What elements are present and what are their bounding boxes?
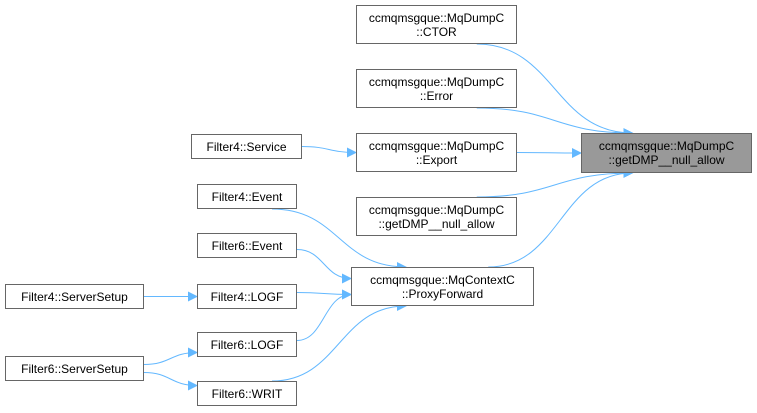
- node-filter6-serversetup[interactable]: Filter6::ServerSetup: [5, 356, 144, 381]
- node-getdmp-null-allow-caller[interactable]: ccmqmsgque::MqDumpC ::getDMP__null_allow: [356, 197, 517, 236]
- node-label-line2: ::CTOR: [416, 24, 457, 39]
- node-label-line1: ccmqmsgque::MqDumpC: [368, 74, 505, 89]
- node-label: Filter4::Event: [211, 189, 283, 204]
- node-label-line2: ::getDMP__null_allow: [608, 153, 725, 167]
- node-filter6-event[interactable]: Filter6::Event: [197, 233, 297, 258]
- edge-f6setup-to-f6logf: [143, 347, 198, 365]
- node-filter4-service[interactable]: Filter4::Service: [191, 134, 302, 159]
- node-target-getdmp-null-allow[interactable]: ccmqmsgque::MqDumpC ::getDMP__null_allow: [581, 133, 752, 173]
- node-label-line2: ::Export: [415, 152, 458, 167]
- node-export[interactable]: ccmqmsgque::MqDumpC ::Export: [356, 133, 517, 172]
- edge-getdmp2-to-target: [476, 168, 634, 198]
- node-label-line2: ::Error: [419, 88, 454, 103]
- node-filter4-serversetup[interactable]: Filter4::ServerSetup: [5, 284, 144, 309]
- node-filter4-event[interactable]: Filter4::Event: [197, 184, 297, 209]
- node-label-line1: ccmqmsgque::MqDumpC: [598, 139, 735, 153]
- node-filter6-logf[interactable]: Filter6::LOGF: [197, 332, 297, 357]
- node-label: Filter6::ServerSetup: [21, 361, 128, 376]
- node-label-line2: ::ProxyForward: [401, 286, 484, 301]
- node-label-line1: ccmqmsgque::MqDumpC: [368, 202, 505, 217]
- node-label-line2: ::getDMP__null_allow: [378, 216, 495, 231]
- node-label: Filter6::LOGF: [210, 337, 284, 352]
- node-filter4-logf[interactable]: Filter4::LOGF: [197, 284, 297, 309]
- edge-proxy-to-target: [488, 168, 634, 268]
- node-label-line1: ccmqmsgque::MqContextC: [370, 272, 515, 287]
- edge-f4service-to-export: [301, 146, 357, 158]
- edge-f6setup-to-f6writ: [143, 372, 198, 391]
- node-filter6-writ[interactable]: Filter6::WRIT: [197, 381, 297, 406]
- edge-export-to-target: [516, 147, 582, 158]
- node-label: Filter4::LOGF: [210, 289, 284, 304]
- edge-f6writ-to-proxy: [271, 301, 407, 382]
- node-proxyforward[interactable]: ccmqmsgque::MqContextC ::ProxyForward: [351, 267, 534, 306]
- node-ctor[interactable]: ccmqmsgque::MqDumpC ::CTOR: [356, 5, 517, 44]
- node-error[interactable]: ccmqmsgque::MqDumpC ::Error: [356, 69, 517, 108]
- node-label: Filter6::WRIT: [211, 386, 283, 401]
- node-label: Filter4::Service: [206, 139, 287, 154]
- node-label-line1: ccmqmsgque::MqDumpC: [368, 138, 505, 153]
- node-label-line1: ccmqmsgque::MqDumpC: [368, 10, 505, 25]
- edge-f4event-to-proxy: [271, 208, 407, 272]
- edge-error-to-target: [476, 107, 634, 138]
- node-label: Filter6::Event: [211, 238, 283, 253]
- edge-f6logf-to-proxy: [296, 289, 352, 341]
- edge-f6event-to-proxy: [296, 249, 352, 284]
- node-label: Filter4::ServerSetup: [21, 289, 128, 304]
- edge-f4logf-to-proxy: [296, 289, 352, 300]
- edge-ctor-to-target: [476, 43, 634, 138]
